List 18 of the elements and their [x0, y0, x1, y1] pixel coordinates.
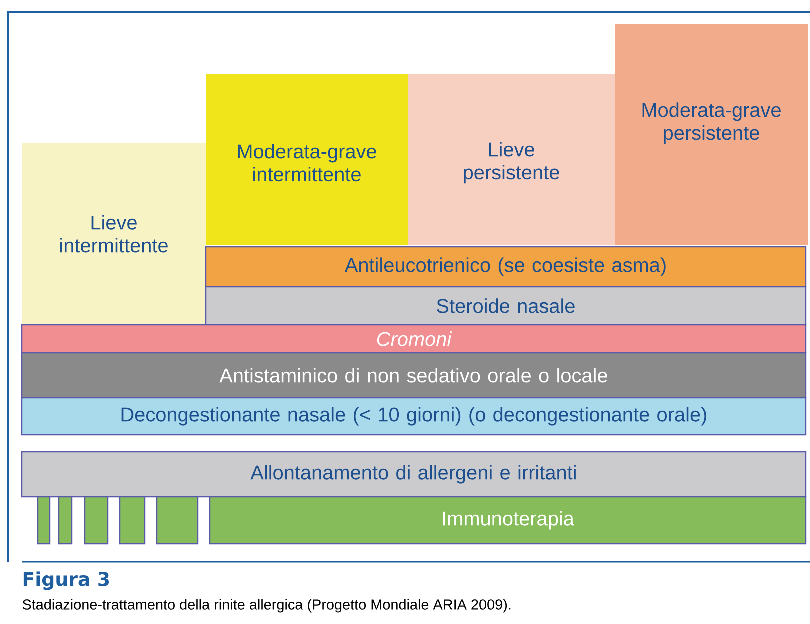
- treatment-band: Steroide nasale: [205, 286, 807, 326]
- treatment-band: Antileucotrienico (se coesiste asma): [205, 246, 807, 288]
- immunotherapy-bar: [119, 496, 146, 545]
- figure-title: Figura 3: [24, 572, 109, 590]
- treatment-band: Decongestionante nasale (< 10 giorni) (o decongestionante orale): [21, 397, 807, 436]
- severity-box: Moderata-grave persistente: [615, 24, 808, 245]
- treatment-band: Immunoterapia: [209, 496, 807, 545]
- immunotherapy-bar: [37, 496, 51, 545]
- immunotherapy-bar: [58, 496, 73, 545]
- caption: Stadiazione-trattamento della rinite allergica (Progetto Mondiale ARIA 2009).: [22, 599, 511, 613]
- treatment-band: Allontanamento di allergeni e irritanti: [21, 451, 807, 498]
- immunotherapy-bar: [156, 496, 199, 545]
- severity-box: Lieve persistente: [408, 74, 615, 245]
- treatment-band: Cromoni: [21, 324, 807, 354]
- treatment-band: Antistaminico di non sedativo orale o locale: [21, 352, 807, 399]
- severity-box: Moderata-grave intermittente: [206, 74, 408, 245]
- immunotherapy-bar: [84, 496, 109, 545]
- severity-box: Lieve intermittente: [22, 142, 206, 325]
